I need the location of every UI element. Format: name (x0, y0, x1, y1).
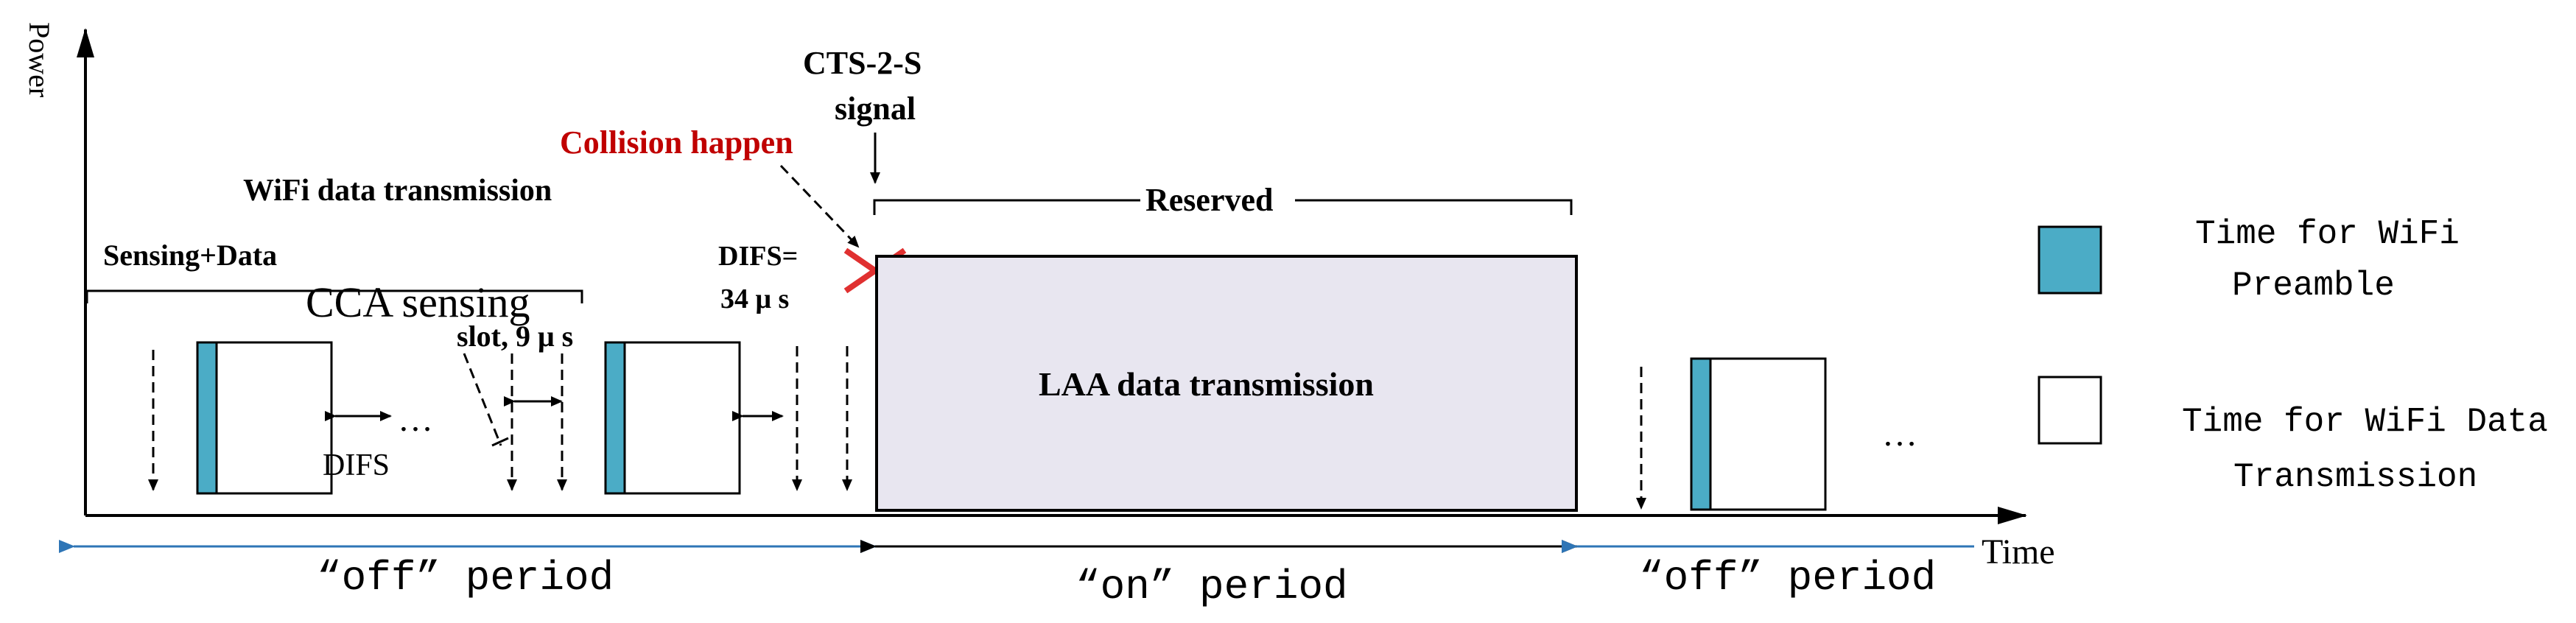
collision-pointer (779, 164, 860, 248)
wifi-data-3 (1709, 357, 1827, 511)
sensing-data-label: Sensing+Data (103, 239, 277, 272)
off-period-2-label: “off” period (1639, 555, 1936, 602)
wifi-data-1 (215, 341, 333, 495)
wifi-preamble-3 (1690, 357, 1712, 511)
collision-label: Collision happen (560, 124, 793, 161)
cts-label-line2: signal (835, 91, 916, 127)
wifi-preamble-1 (196, 341, 218, 495)
legend-data-line1: Time for WiFi Data (2182, 403, 2548, 441)
wifi-tx-label: WiFi data transmission (243, 174, 552, 208)
x-axis-label: Time (1982, 532, 2055, 571)
cts-label-line1: CTS-2-S (803, 45, 922, 81)
ellipsis-2: … (1882, 415, 1917, 454)
legend-preamble-line1: Time for WiFi (2195, 215, 2460, 253)
wifi-preamble-2 (604, 341, 626, 495)
wifi-data-2 (623, 341, 741, 495)
difs-eq-line2: 34 μ s (720, 284, 789, 314)
legend-data-line2: Transmission (2233, 458, 2477, 496)
cca-pointer-tip (491, 437, 509, 447)
legend-data-swatch (2038, 376, 2102, 445)
cca-sensing-label: CCA sensing (306, 278, 530, 326)
reserved-label-bg (1140, 180, 1295, 219)
difs-label: DIFS (323, 448, 390, 482)
y-axis-label: Power (23, 22, 56, 97)
legend-preamble-swatch (2038, 225, 2102, 295)
sensing-data-bracket (85, 289, 583, 303)
laa-tx-block (875, 255, 1578, 512)
reserved-label: Reserved (1145, 182, 1274, 218)
ellipsis-1: … (398, 400, 433, 439)
legend-preamble-line2: Preamble (2232, 267, 2395, 305)
difs-eq-line1: DIFS= (718, 241, 798, 272)
off-period-1-label: “off” period (317, 555, 614, 602)
on-period-label: “on” period (1075, 563, 1348, 610)
slot-label: slot, 9 μ s (457, 320, 573, 353)
cca-pointer (463, 353, 502, 446)
laa-tx-label: LAA data transmission (1039, 365, 1374, 403)
